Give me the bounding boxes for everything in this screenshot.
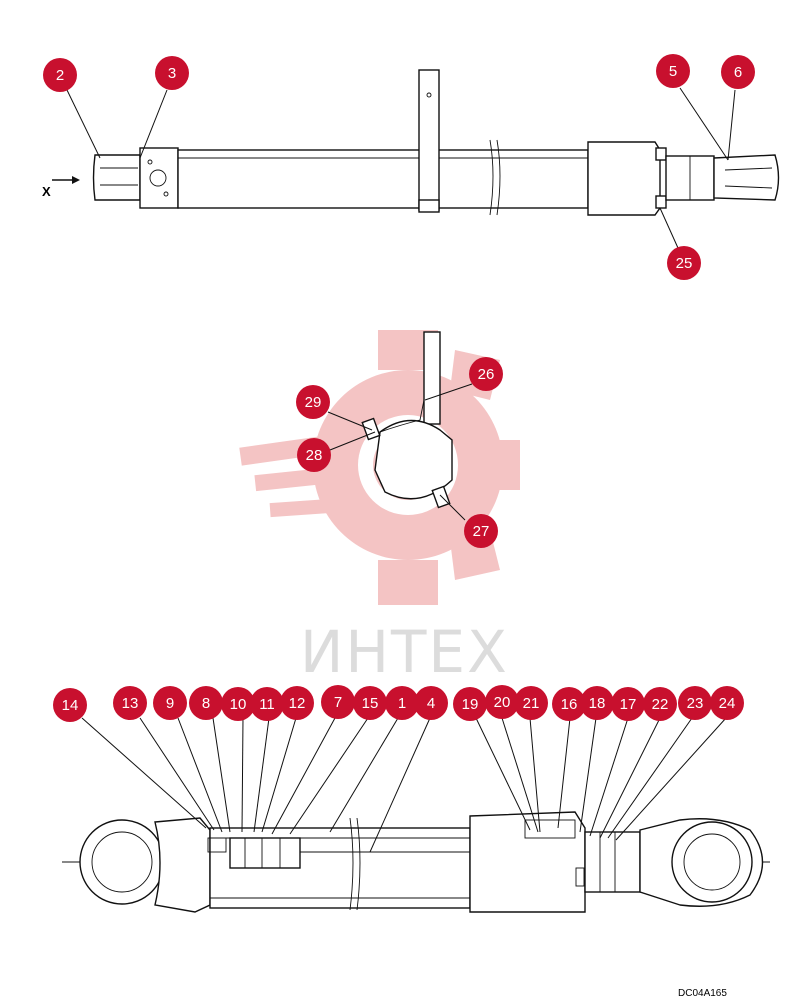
drawing-code: DC04A165 [678,988,727,999]
callout-11: 11 [250,687,284,721]
callout-15: 15 [353,686,387,720]
svg-text:25: 25 [676,255,693,272]
callout-20: 20 [485,685,519,719]
svg-text:15: 15 [362,695,379,712]
callout-14: 14 [53,688,87,722]
callout-24: 24 [710,686,744,720]
svg-text:23: 23 [687,695,704,712]
svg-text:22: 22 [652,696,669,713]
svg-text:19: 19 [462,696,479,713]
svg-text:27: 27 [473,523,490,540]
svg-text:29: 29 [305,394,322,411]
svg-text:5: 5 [669,63,677,80]
callout-9: 9 [153,686,187,720]
callout-23: 23 [678,686,712,720]
callout-5: 5 [656,54,690,88]
callout-28: 28 [297,438,331,472]
svg-text:28: 28 [306,447,323,464]
svg-text:18: 18 [589,695,606,712]
section-view-cylinder [62,811,770,913]
svg-text:1: 1 [398,695,406,712]
svg-text:8: 8 [202,695,210,712]
callout-25: 25 [667,246,701,280]
callout-10: 10 [221,687,255,721]
svg-text:24: 24 [719,695,736,712]
svg-text:6: 6 [734,64,742,81]
svg-text:20: 20 [494,694,511,711]
svg-text:26: 26 [478,366,495,383]
view-x-section [361,331,453,509]
svg-text:3: 3 [168,65,176,82]
callout-26: 26 [469,357,503,391]
svg-text:13: 13 [122,695,139,712]
callout-16: 16 [552,687,586,721]
callout-18: 18 [580,686,614,720]
callout-22: 22 [643,687,677,721]
callout-29: 29 [296,385,330,419]
callout-12: 12 [280,686,314,720]
svg-text:12: 12 [289,695,306,712]
svg-text:14: 14 [62,697,79,714]
svg-text:4: 4 [427,695,435,712]
watermark-text: ИНТЕХ [300,618,509,686]
callout-1: 1 [385,686,419,720]
view-label: X [42,184,51,199]
callout-6: 6 [721,55,755,89]
svg-text:11: 11 [259,696,275,713]
callout-21: 21 [514,686,548,720]
svg-text:17: 17 [620,696,637,713]
callout-8: 8 [189,686,223,720]
callout-2: 2 [43,58,77,92]
svg-text:9: 9 [166,695,174,712]
callout-4: 4 [414,686,448,720]
svg-text:10: 10 [230,696,247,713]
svg-text:7: 7 [334,694,342,711]
callout-7: 7 [321,685,355,719]
svg-text:2: 2 [56,67,64,84]
view-arrow: X [42,176,80,199]
top-view-cylinder [92,69,780,216]
callout-17: 17 [611,687,645,721]
callout-19: 19 [453,687,487,721]
callout-3: 3 [155,56,189,90]
leader-lines [66,87,736,853]
callout-13: 13 [113,686,147,720]
callout-27: 27 [464,514,498,548]
svg-text:21: 21 [523,695,540,712]
callouts: 2 3 5 6 25 26 29 28 27 14 13 9 8 10 11 1… [43,54,755,722]
svg-text:16: 16 [561,696,578,713]
